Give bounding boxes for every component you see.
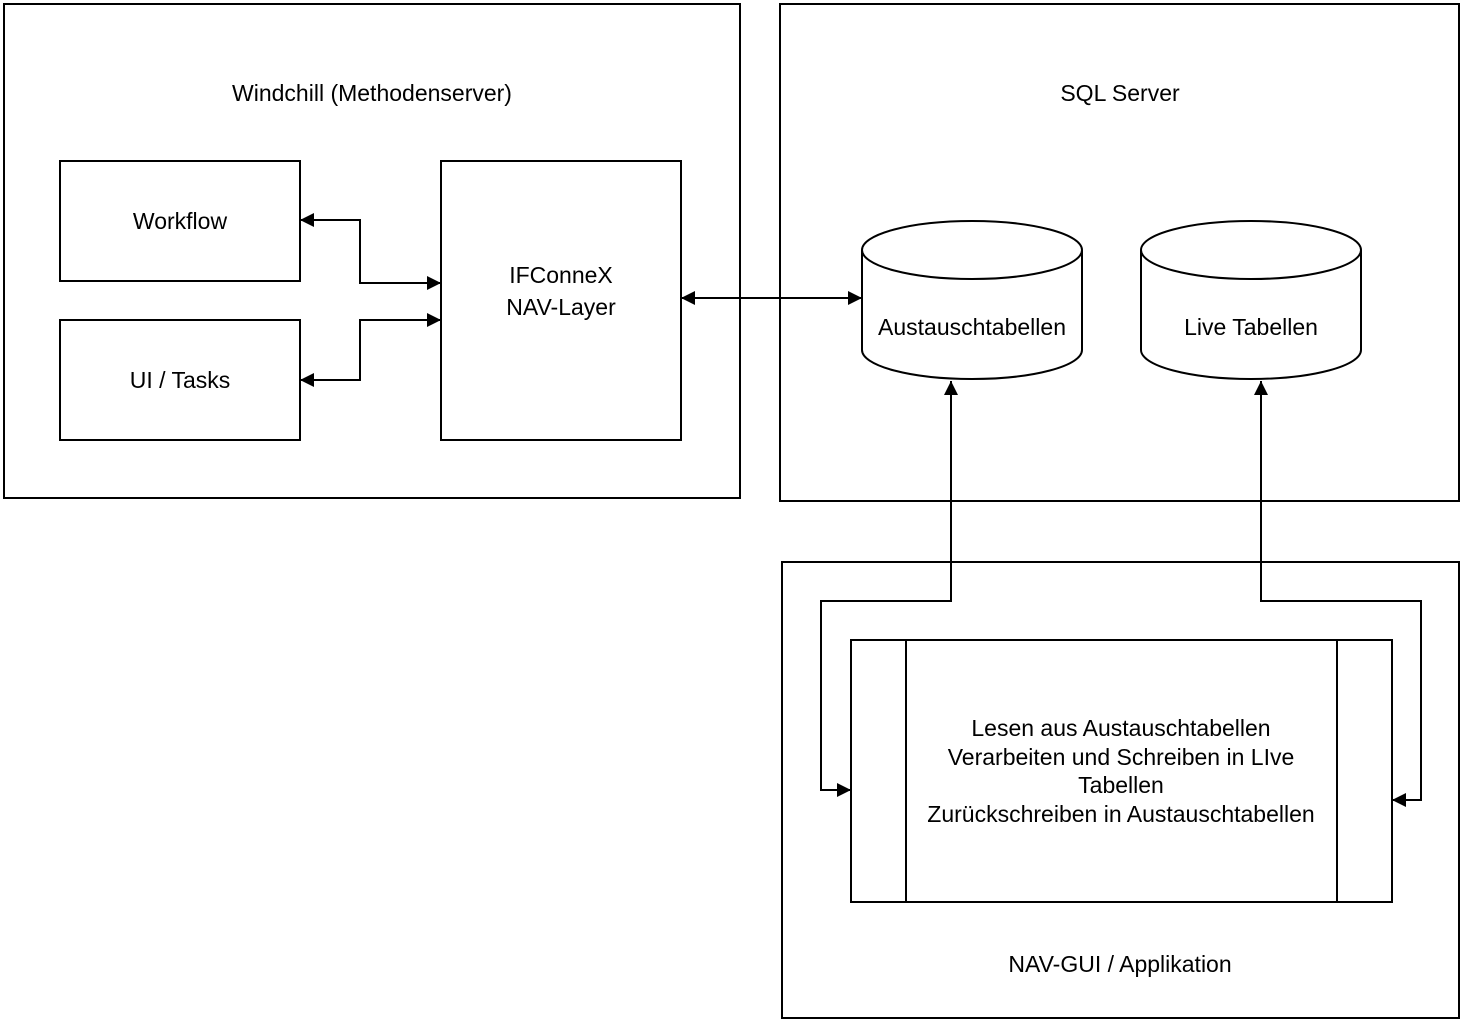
ui-tasks-label: UI / Tasks: [129, 367, 231, 393]
navgui-austauschtabellen-arrow: [820, 381, 958, 797]
ifconnex-label-line2: NAV-Layer: [506, 294, 616, 320]
process-text: Lesen aus Austauschtabellen Verarbeiten …: [927, 714, 1314, 828]
ifconnex-label-line1: IFConneX: [509, 262, 613, 288]
process-text-line4: Zurückschreiben in Austauschtabellen: [927, 800, 1315, 827]
workflow-ifconnex-arrow: [300, 213, 441, 290]
ui-tasks-ifconnex-arrow: [300, 313, 441, 387]
sql-server-title: SQL Server: [1060, 80, 1180, 106]
windchill-title: Windchill (Methodenserver): [232, 80, 512, 106]
navgui-live-tabellen-arrow: [1254, 381, 1422, 807]
nav-gui-box: [781, 561, 1460, 1019]
live-tabellen-cylinder: [1140, 220, 1362, 380]
ifconnex-label: IFConneX NAV-Layer: [506, 259, 616, 323]
process-text-line1: Lesen aus Austauschtabellen: [971, 715, 1271, 741]
workflow-label: Workflow: [132, 208, 228, 234]
windchill-box: [3, 3, 741, 499]
nav-gui-title: NAV-GUI / Applikation: [1008, 951, 1232, 977]
live-tabellen-label: Live Tabellen: [1184, 314, 1318, 340]
process-text-line3: Tabellen: [1078, 772, 1164, 798]
austauschtabellen-cylinder: [861, 220, 1083, 380]
process-text-line2: Verarbeiten und Schreiben in LIve: [947, 743, 1295, 770]
sql-server-box: [779, 3, 1460, 502]
austauschtabellen-label: Austauschtabellen: [878, 314, 1066, 340]
